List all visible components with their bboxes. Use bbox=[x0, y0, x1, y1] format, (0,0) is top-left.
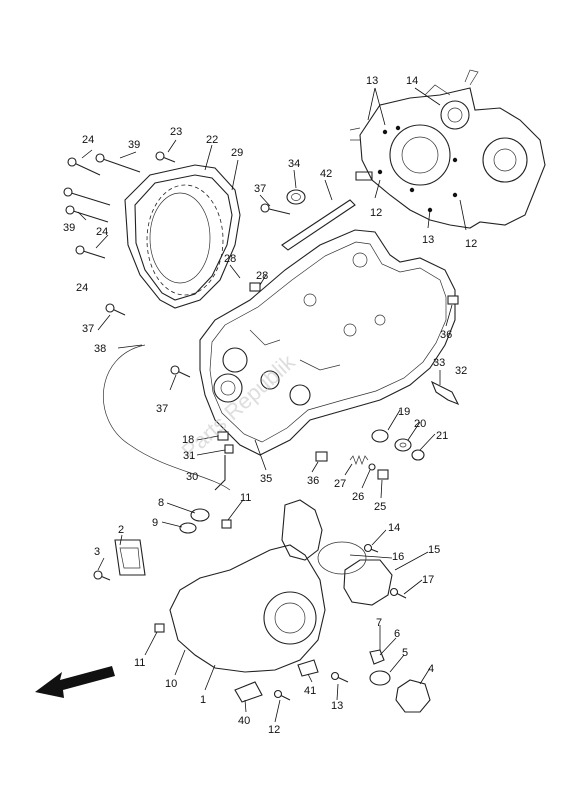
callout-31: 31 bbox=[183, 450, 195, 462]
callout-16: 16 bbox=[392, 551, 404, 563]
callout-34: 34 bbox=[288, 158, 300, 170]
callout-3: 3 bbox=[94, 546, 100, 558]
small-parts bbox=[63, 151, 460, 703]
callout-39: 39 bbox=[128, 139, 140, 151]
callout-13: 13 bbox=[366, 75, 378, 87]
callout-20: 20 bbox=[414, 418, 426, 430]
callout-33: 33 bbox=[433, 357, 445, 369]
callout-13: 13 bbox=[331, 700, 343, 712]
callout-5: 5 bbox=[402, 647, 408, 659]
callout-11: 11 bbox=[240, 492, 251, 504]
callout-9: 9 bbox=[152, 517, 158, 529]
callout-11: 11 bbox=[134, 657, 145, 669]
callout-2: 2 bbox=[118, 524, 124, 536]
callout-1: 1 bbox=[200, 694, 206, 706]
engine-inset bbox=[349, 69, 546, 229]
callout-23: 23 bbox=[170, 126, 182, 138]
watermark-text: Parts Republik bbox=[177, 349, 301, 464]
callout-37: 37 bbox=[156, 403, 168, 415]
callout-7: 7 bbox=[376, 617, 382, 629]
callout-38: 38 bbox=[94, 343, 106, 355]
callout-27: 27 bbox=[334, 478, 346, 490]
callout-25: 25 bbox=[374, 501, 386, 513]
callout-42: 42 bbox=[320, 168, 332, 180]
crankcase-gasket bbox=[199, 229, 456, 456]
callout-24: 24 bbox=[82, 134, 94, 146]
callout-30: 30 bbox=[186, 471, 198, 483]
callout-18: 18 bbox=[182, 434, 194, 446]
callout-37: 37 bbox=[82, 323, 94, 335]
callout-14: 14 bbox=[388, 522, 400, 534]
callout-32: 32 bbox=[455, 365, 467, 377]
callout-28: 28 bbox=[256, 270, 268, 282]
lower-cover-assembly bbox=[114, 499, 431, 713]
callout-21: 21 bbox=[436, 430, 448, 442]
callout-40: 40 bbox=[238, 715, 250, 727]
callout-8: 8 bbox=[158, 497, 164, 509]
callout-6: 6 bbox=[394, 628, 400, 640]
callout-12: 12 bbox=[268, 724, 280, 736]
callout-4: 4 bbox=[428, 663, 434, 675]
callout-14: 14 bbox=[406, 75, 418, 87]
callout-12: 12 bbox=[370, 207, 382, 219]
callout-26: 26 bbox=[352, 491, 364, 503]
callout-12: 12 bbox=[465, 238, 477, 250]
callout-24: 24 bbox=[76, 282, 88, 294]
callout-19: 19 bbox=[398, 406, 410, 418]
callout-36: 36 bbox=[440, 329, 452, 341]
callout-22: 22 bbox=[206, 134, 218, 146]
callout-10: 10 bbox=[165, 678, 177, 690]
callout-17: 17 bbox=[422, 574, 434, 586]
front-direction-arrow-icon bbox=[35, 666, 115, 698]
callout-36: 36 bbox=[307, 475, 319, 487]
callout-15: 15 bbox=[428, 544, 440, 556]
callout-24: 24 bbox=[96, 226, 108, 238]
leader-lines bbox=[77, 87, 467, 723]
callout-41: 41 bbox=[304, 685, 316, 697]
callout-35: 35 bbox=[260, 473, 272, 485]
callout-37: 37 bbox=[254, 183, 266, 195]
crankcase-cover-upper bbox=[124, 164, 241, 309]
callout-28: 28 bbox=[224, 253, 236, 265]
callout-39: 39 bbox=[63, 222, 75, 234]
callout-13: 13 bbox=[422, 234, 434, 246]
callout-labels: 13 14 12 13 12 24 39 23 22 29 34 42 37 3… bbox=[63, 75, 477, 736]
callout-29: 29 bbox=[231, 147, 243, 159]
